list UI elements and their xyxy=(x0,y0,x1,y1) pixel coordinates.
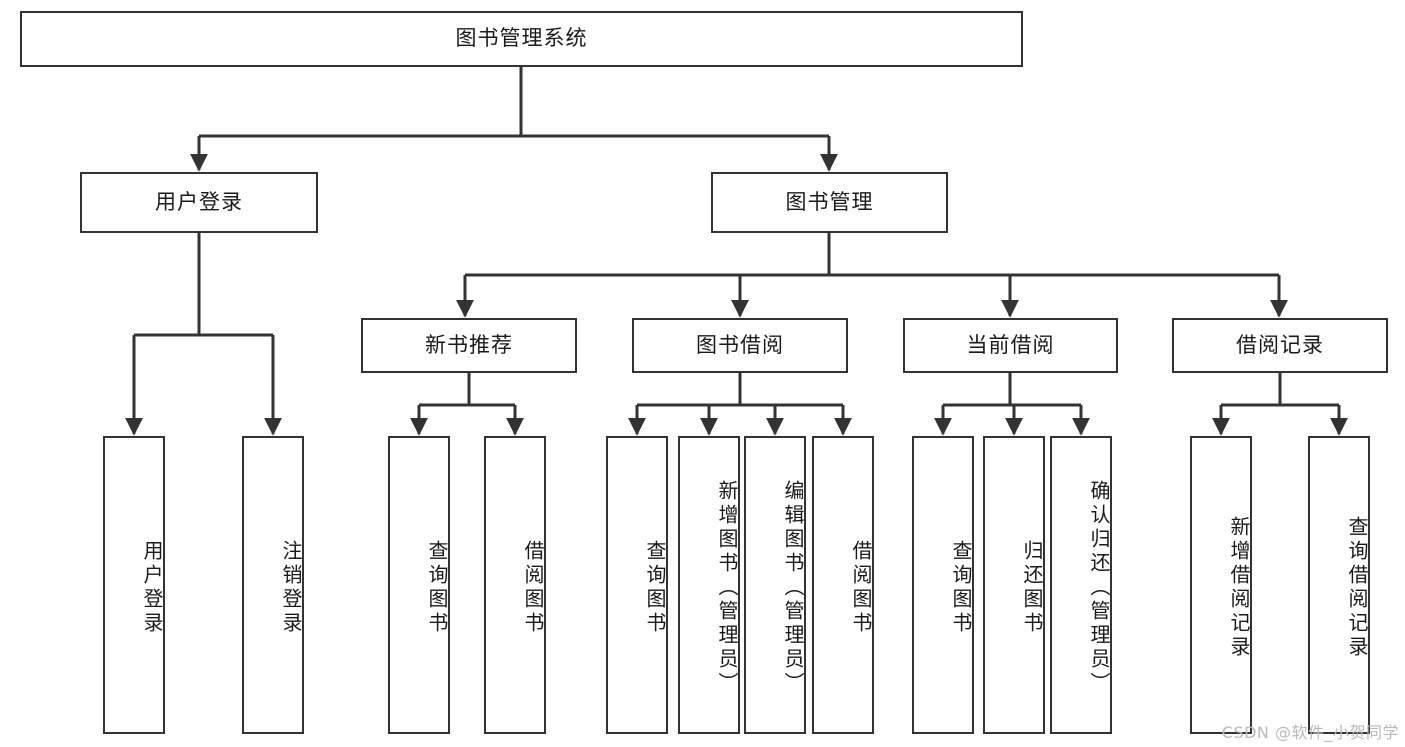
leaf-node-leaf-add-borrow-record[interactable]: 新增借阅记录 xyxy=(1190,436,1252,734)
node-label: 图书管理系统 xyxy=(455,26,588,51)
level1-node-user-login[interactable]: 用户登录 xyxy=(80,172,318,233)
node-label: 图书借阅 xyxy=(696,332,784,357)
node-label: 编辑图书（管理员） xyxy=(781,480,805,696)
level2-node-borrow-record[interactable]: 借阅记录 xyxy=(1172,318,1388,373)
node-label: 图书管理 xyxy=(785,189,874,214)
leaf-node-leaf-user-login[interactable]: 用户登录 xyxy=(103,436,165,734)
level2-node-new-book-recommend[interactable]: 新书推荐 xyxy=(361,318,577,373)
root-node-root[interactable]: 图书管理系统 xyxy=(20,11,1023,67)
node-label: 当前借阅 xyxy=(966,332,1055,357)
leaf-node-leaf-query-book-borrow[interactable]: 查询图书 xyxy=(606,436,668,734)
node-label: 新增图书（管理员） xyxy=(715,480,739,696)
leaf-node-leaf-query-book-current[interactable]: 查询图书 xyxy=(912,436,974,734)
node-label: 新增借阅记录 xyxy=(1227,516,1251,660)
node-label: 查询图书 xyxy=(949,540,973,636)
node-label: 查询图书 xyxy=(425,540,449,636)
leaf-node-leaf-add-book-admin[interactable]: 新增图书（管理员） xyxy=(678,436,740,734)
node-label: 用户登录 xyxy=(140,540,164,636)
leaf-node-leaf-borrow-book[interactable]: 借阅图书 xyxy=(812,436,874,734)
node-label: 借阅图书 xyxy=(849,540,873,636)
node-label: 借阅记录 xyxy=(1236,332,1324,357)
node-label: 归还图书 xyxy=(1020,540,1044,636)
node-label: 新书推荐 xyxy=(425,332,513,357)
leaf-node-leaf-query-borrow-record[interactable]: 查询借阅记录 xyxy=(1308,436,1370,734)
level2-node-current-borrow[interactable]: 当前借阅 xyxy=(903,318,1118,373)
level1-node-book-management[interactable]: 图书管理 xyxy=(711,172,948,233)
watermark-label: CSDN @软件_小贺同学 xyxy=(1221,723,1399,742)
leaf-node-leaf-logout[interactable]: 注销登录 xyxy=(242,436,304,734)
leaf-node-leaf-confirm-return-admin[interactable]: 确认归还（管理员） xyxy=(1050,436,1112,734)
leaf-node-leaf-borrow-book-recommend[interactable]: 借阅图书 xyxy=(484,436,546,734)
node-label: 查询图书 xyxy=(643,540,667,636)
node-label: 确认归还（管理员） xyxy=(1087,480,1111,696)
node-label: 借阅图书 xyxy=(521,540,545,636)
level2-node-book-borrow[interactable]: 图书借阅 xyxy=(632,318,848,373)
node-label: 用户登录 xyxy=(155,189,243,214)
leaf-node-leaf-query-book-recommend[interactable]: 查询图书 xyxy=(388,436,450,734)
leaf-node-leaf-edit-book-admin[interactable]: 编辑图书（管理员） xyxy=(744,436,806,734)
node-label: 注销登录 xyxy=(279,540,303,636)
leaf-node-leaf-return-book[interactable]: 归还图书 xyxy=(983,436,1045,734)
node-label: 查询借阅记录 xyxy=(1345,516,1369,660)
